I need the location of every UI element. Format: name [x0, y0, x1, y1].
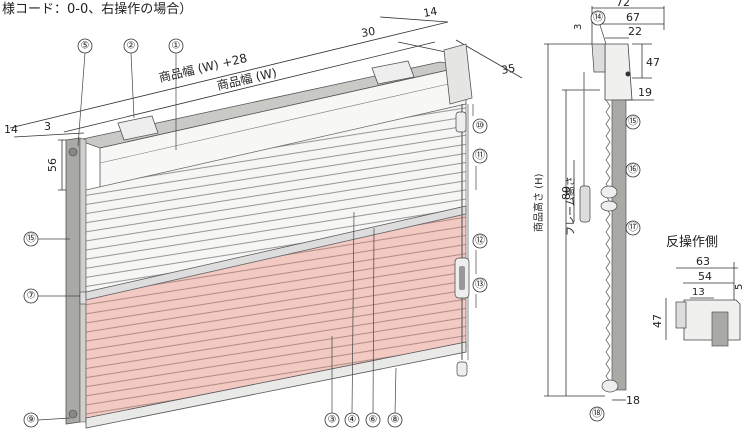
cord-grip-top	[455, 111, 467, 133]
reverse-view: 反操作側 63 54 13 5 47	[651, 234, 745, 347]
dim-63: 63	[696, 255, 710, 268]
dim-3-left: 3	[44, 120, 51, 133]
side-middle-rail	[600, 185, 618, 199]
dim-35: 35	[500, 62, 516, 77]
callout-11: ⑪	[475, 150, 485, 162]
callout-8: ⑧	[391, 415, 400, 426]
cord-end	[456, 361, 468, 377]
dim-56: 56	[46, 158, 59, 172]
side-bottom-rail	[601, 379, 619, 393]
dim-22: 22	[628, 25, 642, 38]
callout-17: ⑰	[628, 222, 638, 234]
header-note: 様コード：0-0、右操作の場合）	[2, 1, 192, 17]
dim-67: 67	[626, 11, 640, 24]
right-end-cap	[443, 43, 473, 105]
dim-72: 72	[616, 0, 630, 9]
callout-2: ②	[127, 41, 136, 52]
dim-19: 19	[638, 86, 652, 99]
label-product-height: 商品高さ (H)	[532, 173, 545, 232]
callout-14: ⑭	[593, 12, 603, 24]
frame-cap-bottom	[68, 409, 78, 419]
bracket-left	[117, 115, 159, 141]
callout-9: ⑨	[27, 415, 36, 426]
callout-7: ⑦	[27, 291, 36, 302]
bottom-rail	[85, 341, 467, 429]
bracket-right	[371, 60, 415, 85]
side-pleats	[605, 99, 611, 389]
reverse-title: 反操作側	[666, 234, 718, 250]
callout-18: ⑱	[592, 408, 602, 420]
width-dim-line	[63, 41, 436, 133]
dim-5: 5	[734, 284, 745, 290]
dim-47-reverse: 47	[651, 314, 664, 328]
dim-18: 18	[626, 394, 640, 407]
dim-80: 80	[560, 186, 573, 200]
callout-5: ⑤	[81, 41, 90, 52]
side-view: 72 67 22 3 ⑭ 商品高さ (H) フレーム高さ 47 19	[532, 0, 665, 422]
label-frame-height: フレーム高さ	[564, 176, 577, 236]
front-callouts: ① ② ⑤ ③ ④ ⑥ ⑧ ⑦ ⑮ ⑨ ⑩ ⑪ ⑫ ⑬	[23, 38, 488, 428]
dim-47-side: 47	[646, 56, 660, 69]
side-frame-left	[65, 137, 81, 425]
dim-54: 54	[698, 270, 712, 283]
callout-15-front: ⑮	[26, 233, 36, 245]
callout-4: ④	[348, 415, 357, 426]
width-plus-dim-line	[9, 21, 449, 129]
front-view: 商品幅 (W) +28 商品幅 (W) 14 30 35 14 3 56	[4, 5, 523, 429]
callout-16: ⑯	[628, 164, 638, 176]
side-handle	[579, 185, 591, 223]
callout-15-side: ⑮	[628, 116, 638, 128]
dim-3-side: 3	[573, 24, 584, 30]
callout-3: ③	[328, 415, 337, 426]
callout-6: ⑥	[369, 415, 378, 426]
dim-14-left: 14	[4, 123, 18, 136]
frame-cap-top	[68, 147, 78, 157]
dim-13: 13	[692, 287, 705, 298]
callout-13: ⑬	[475, 279, 485, 291]
side-frame	[611, 99, 627, 391]
reverse-frame	[711, 311, 729, 347]
dim-14-top: 14	[422, 5, 438, 20]
dim-30: 30	[360, 25, 376, 40]
callout-10: ⑩	[476, 121, 485, 132]
callout-12: ⑫	[475, 235, 485, 247]
callout-1: ①	[172, 41, 181, 52]
